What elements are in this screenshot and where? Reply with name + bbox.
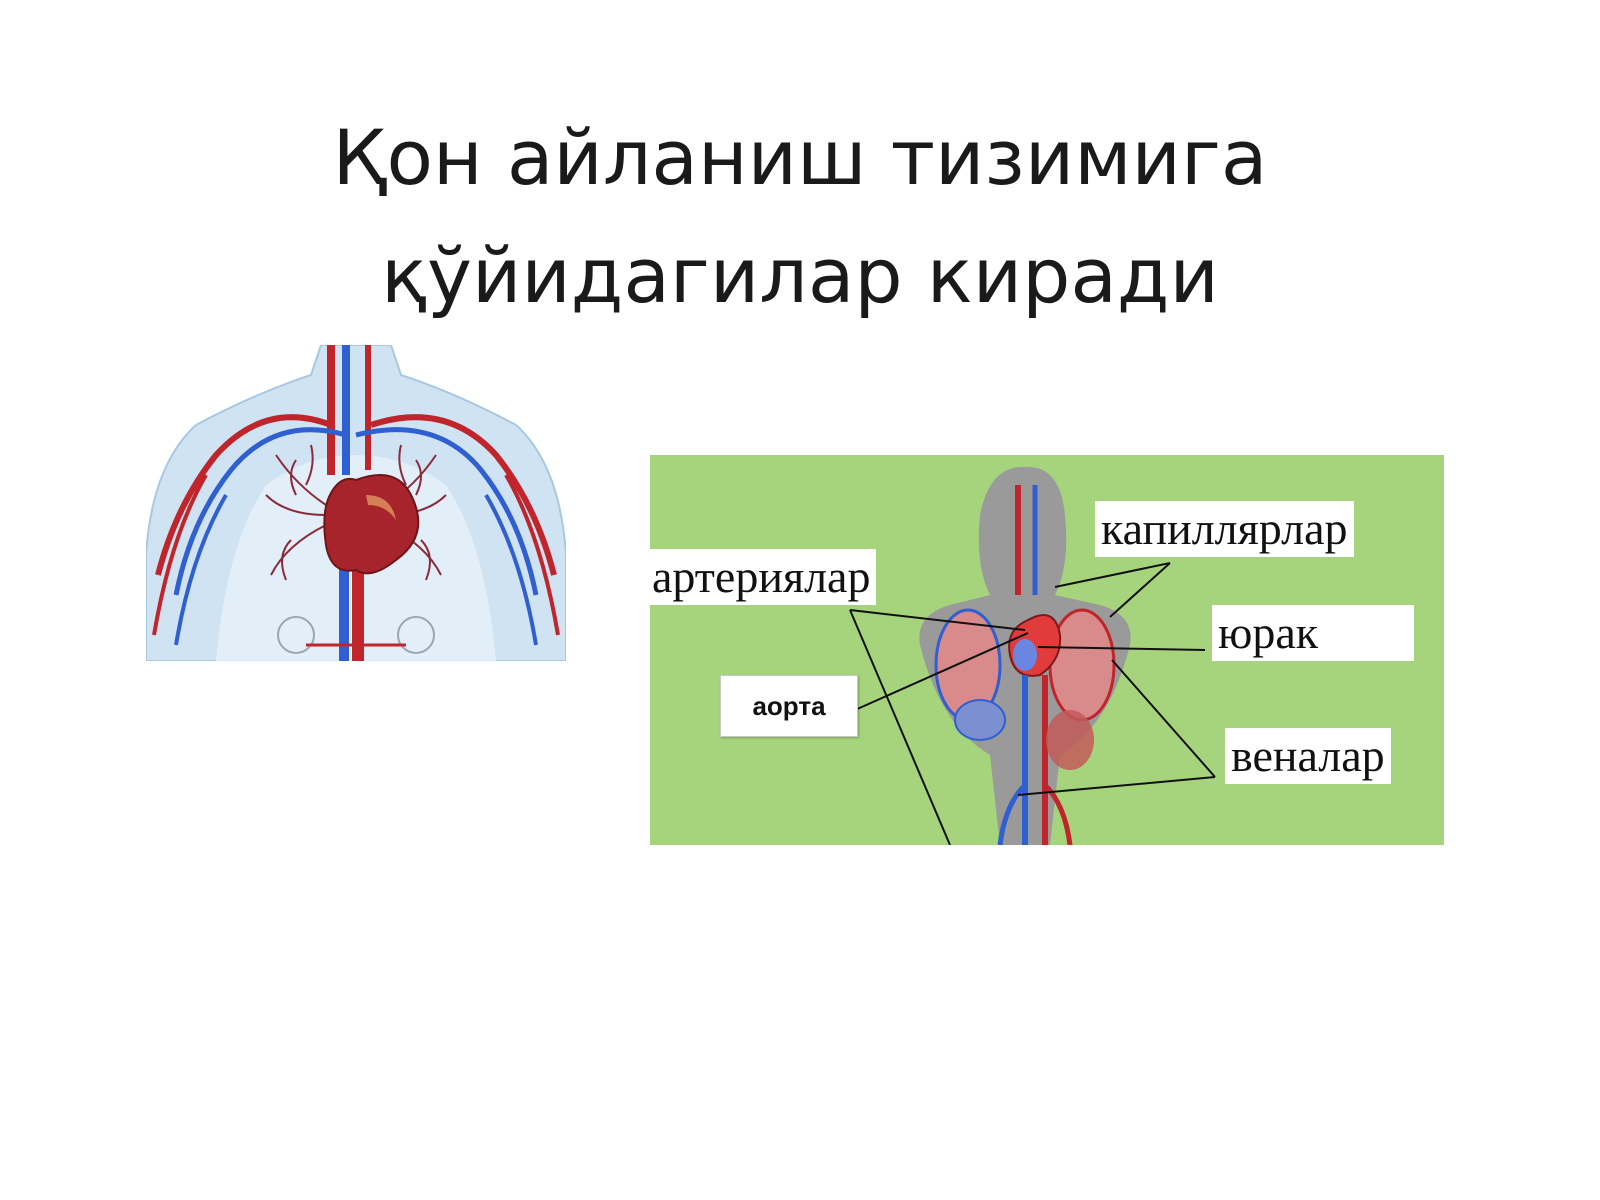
left-leg-vessels xyxy=(997,783,1027,845)
heart-shape xyxy=(323,474,420,575)
left-lung-vessels xyxy=(265,444,327,581)
labeled-body-diagram: артериялар капиллярлар юрак аорта венала… xyxy=(646,455,1444,845)
right-arm-artery xyxy=(370,414,557,576)
chest-circulation-figure xyxy=(146,345,566,661)
pointer-heart xyxy=(1037,646,1206,651)
liver xyxy=(954,699,1006,741)
pointer-arteries-1 xyxy=(849,609,951,845)
left-forearm-vein xyxy=(174,493,228,646)
label-capillaries: капиллярлар xyxy=(1095,501,1354,557)
body-illustration xyxy=(849,466,1216,845)
pointer-capillaries-1 xyxy=(1054,562,1171,588)
left-arm-vein xyxy=(173,427,347,596)
pointer-lines xyxy=(849,562,1216,845)
title-line-1: Қон айланиш тизимига xyxy=(332,112,1268,202)
pointer-capillaries-2 xyxy=(1109,562,1171,618)
title-line-2: қўйидагилар киради xyxy=(381,230,1219,320)
right-forearm-artery xyxy=(504,473,560,636)
label-aorta: аорта xyxy=(720,675,858,737)
heart-vein-part xyxy=(1013,639,1037,671)
left-forearm-artery xyxy=(152,473,208,636)
heart-highlight xyxy=(366,495,396,520)
label-heart: юрак xyxy=(1212,605,1414,661)
pointer-veins-1 xyxy=(1111,659,1216,778)
chest-illustration xyxy=(146,345,566,661)
right-forearm-vein xyxy=(484,493,538,646)
pointer-veins-2 xyxy=(1017,776,1216,796)
right-arm-vein xyxy=(355,427,539,596)
intestines xyxy=(1046,710,1094,770)
label-veins: веналар xyxy=(1225,728,1391,784)
slide-title: Қон айланиш тизимига қўйидагилар киради xyxy=(0,99,1600,335)
abdominal-vessels xyxy=(277,616,435,654)
right-leg-vessels xyxy=(1043,783,1073,845)
left-arm-artery xyxy=(155,414,333,576)
pointer-aorta xyxy=(854,632,1029,711)
right-lung xyxy=(1048,608,1116,722)
label-arteries: артериялар xyxy=(646,549,877,605)
pointer-arteries-2 xyxy=(849,609,1026,631)
